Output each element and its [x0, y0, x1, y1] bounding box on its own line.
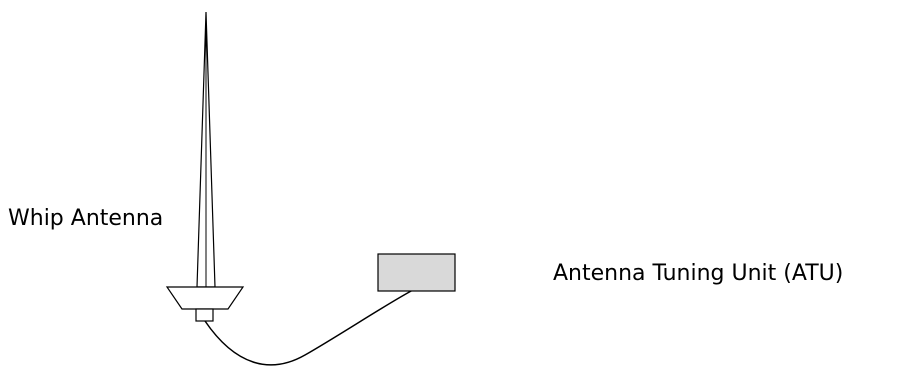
whip-antenna-label: Whip Antenna — [8, 206, 164, 231]
atu-label: Antenna Tuning Unit (ATU) — [553, 261, 844, 286]
antenna-base-mount — [165, 286, 245, 310]
feed-connector — [195, 308, 214, 322]
atu-box — [377, 253, 456, 292]
whip-antenna — [196, 11, 216, 288]
coax-cable — [204, 289, 414, 366]
